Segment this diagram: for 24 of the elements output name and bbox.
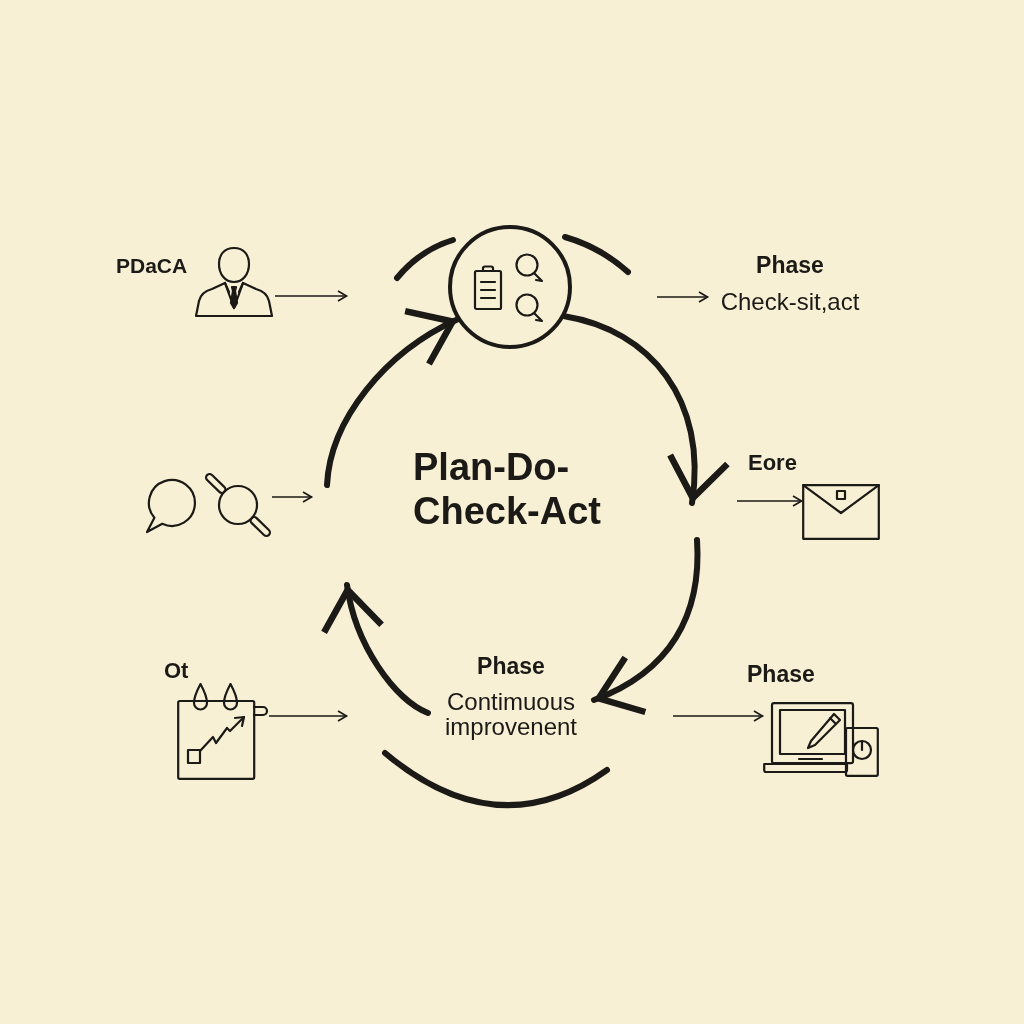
- icon-label: Phase: [747, 663, 815, 686]
- node-text: Check-sit,act: [720, 290, 860, 314]
- envelope-icon: [802, 484, 880, 540]
- node-heading: Phase: [477, 655, 545, 678]
- curved-arrow: [324, 310, 461, 488]
- icon-label: Eore: [748, 452, 797, 474]
- node-heading: Phase: [756, 254, 824, 277]
- curved-arrow: [561, 313, 729, 506]
- arrow: [274, 290, 348, 302]
- diagram-title: Plan-Do- Check-Act: [413, 445, 602, 533]
- arrow: [672, 710, 764, 722]
- arrow: [656, 291, 709, 303]
- speech-bubble-magnifier-icon: [145, 473, 272, 538]
- node-text: Contimuous improvenent: [443, 689, 579, 739]
- laptop-tablet-icon: [763, 702, 879, 777]
- arrow: [268, 710, 348, 722]
- curved-arrow: [591, 537, 701, 713]
- person-icon: [193, 245, 275, 318]
- icon-label: Ot: [164, 660, 189, 682]
- arrow: [271, 491, 313, 503]
- arrow: [736, 495, 803, 507]
- curved-arrow: [322, 582, 431, 716]
- icon-label: PDaCA: [116, 255, 188, 276]
- chart-notepad-icon: [177, 683, 269, 780]
